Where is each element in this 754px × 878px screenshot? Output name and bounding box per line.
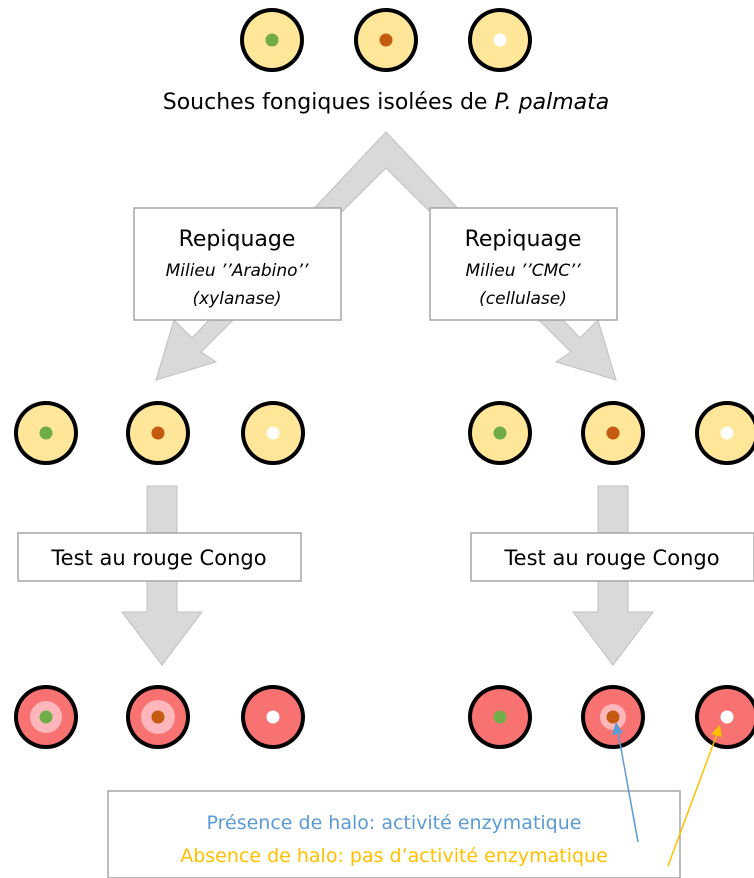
legend-absence: Absence de halo: pas d’activité enzymati…: [180, 845, 608, 867]
top-plates: [240, 8, 532, 72]
plate-culture-white: [695, 401, 754, 465]
plate-top-orange: [354, 8, 418, 72]
branch-right-medium: Milieu ’’CMC’’: [465, 261, 581, 281]
plate-result-orange-halo: [581, 685, 645, 749]
test-label-right: Test au rouge Congo: [503, 546, 719, 570]
absence-pointer-arrow: [667, 725, 722, 867]
strain-colony: [493, 33, 507, 47]
plate-culture-orange: [126, 401, 190, 465]
culture-plates-left: [14, 401, 305, 465]
plate-culture-green: [14, 401, 78, 465]
plate-top-green: [240, 8, 304, 72]
result-plates-left: [14, 685, 305, 749]
test-box-right: Test au rouge Congo: [470, 532, 754, 582]
strain-colony: [265, 33, 279, 47]
result-plates-right: [468, 685, 754, 749]
strain-colony: [379, 33, 393, 47]
plate-result-green-nohalo: [468, 685, 532, 749]
branch-left-enzyme: (xylanase): [192, 289, 281, 309]
plate-result-white-nohalo: [695, 685, 754, 749]
plate-top-white: [468, 8, 532, 72]
test-label-left: Test au rouge Congo: [50, 546, 266, 570]
branch-box-right: Repiquage Milieu ’’CMC’’ (cellulase): [429, 207, 618, 321]
plate-culture-white: [241, 401, 305, 465]
branch-right-title: Repiquage: [465, 227, 582, 252]
branch-right-enzyme: (cellulase): [479, 289, 567, 309]
plate-culture-orange: [581, 401, 645, 465]
legend-presence: Présence de halo: activité enzymatique: [207, 812, 582, 834]
plate-culture-green: [468, 401, 532, 465]
branch-left-title: Repiquage: [179, 227, 296, 252]
branch-box-left: Repiquage Milieu ’’Arabino’’ (xylanase): [133, 207, 342, 321]
test-box-left: Test au rouge Congo: [17, 532, 302, 582]
legend-box: Présence de halo: activité enzymatique A…: [107, 790, 681, 878]
branch-left-medium: Milieu ’’Arabino’’: [166, 261, 309, 281]
diagram-title: Souches fongiques isolées de P. palmata: [163, 90, 610, 115]
culture-plates-right: [468, 401, 754, 465]
plate-result-orange-halo: [126, 685, 190, 749]
plate-result-green-halo: [14, 685, 78, 749]
presence-pointer-arrow: [612, 722, 639, 843]
plate-result-white-nohalo: [241, 685, 305, 749]
